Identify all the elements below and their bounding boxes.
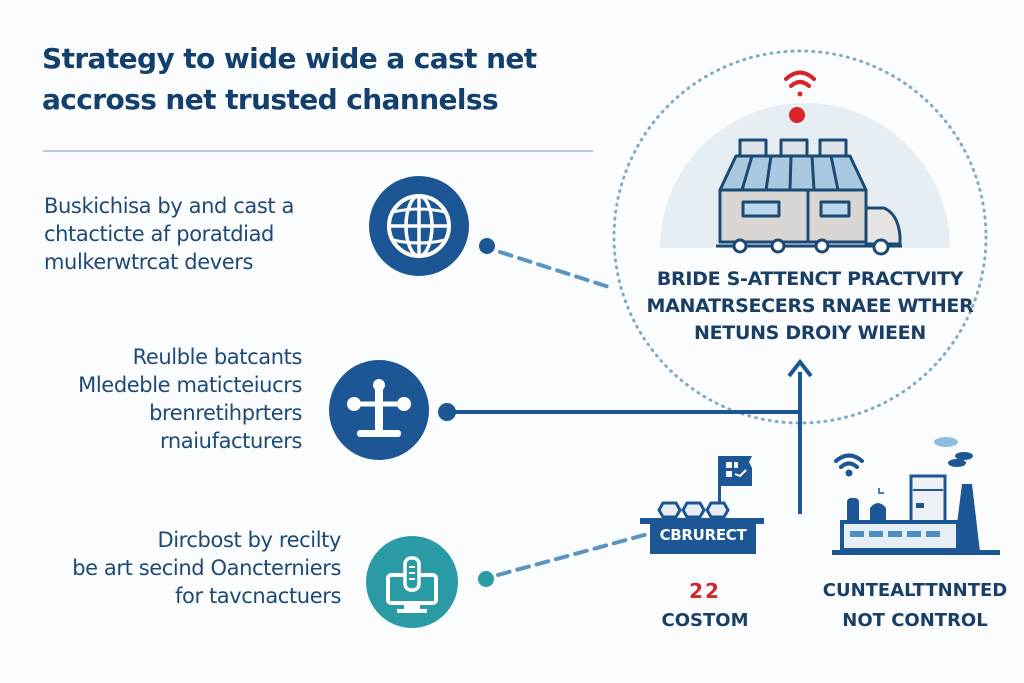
center-caption-line-1: BRIDE S-ATTENCT PRACTVITY	[656, 268, 964, 290]
scale-icon	[329, 360, 429, 460]
channel-2-line-3: brenretihprters	[149, 401, 302, 425]
bottom-left-stat: 22 COSTOM	[640, 576, 770, 636]
center-caption-line-2: MANATRSECERS RNAEE WTHER	[646, 295, 974, 317]
channel-2-line-2: Mledeble maticteiucrs	[78, 373, 302, 397]
channel-3-line-2: be art secind Oancterniers	[72, 556, 341, 580]
channel-2-line-1: Reulble batcants	[132, 345, 303, 369]
title-line-2: accross net trusted channelss	[42, 83, 499, 116]
title-divider	[43, 150, 593, 152]
dotted-ring	[612, 49, 988, 425]
wifi-signal-icon	[784, 70, 816, 123]
factory-icon	[832, 437, 1000, 555]
channel-description-2: Reulble batcants Mledeble maticteiucrs b…	[78, 343, 302, 455]
center-caption-line-3: NETUNS DROIY WIEEN	[694, 322, 926, 344]
center-caption: BRIDE S-ATTENCT PRACTVITY MANATRSECERS R…	[620, 266, 1000, 347]
brand-badge-label: CBRURECT	[659, 526, 747, 544]
title-line-1: Strategy to wide wide a cast net	[42, 42, 537, 75]
brand-store-icon	[640, 456, 764, 554]
channel-description-1: Buskichisa by and cast a chtacticte af p…	[44, 192, 294, 276]
channel-3-line-1: Dircbost by recilty	[157, 528, 341, 552]
channel-2-line-4: rnaiufacturers	[159, 429, 302, 453]
bottom-right-line-1: CUNTEALTTNNTED	[822, 580, 1008, 601]
warehouse-truck-icon	[716, 138, 902, 256]
bottom-right-line-2: NOT CONTROL	[842, 610, 988, 631]
connector-dot-3	[478, 571, 494, 587]
connector-dot-1	[479, 238, 495, 254]
channel-1-line-1: Buskichisa by and cast a	[44, 194, 294, 218]
page-title: Strategy to wide wide a cast net accross…	[42, 38, 642, 120]
globe-icon	[369, 176, 469, 276]
stat-number: 22	[689, 579, 721, 603]
monitor-icon	[366, 536, 458, 628]
connector-line-1	[498, 250, 614, 290]
channel-1-line-2: chtacticte af poratdiad	[44, 222, 274, 246]
bottom-right-stat: CUNTEALTTNNTED NOT CONTROL	[810, 576, 1020, 636]
arrow-up-icon	[787, 358, 813, 378]
channel-description-3: Dircbost by recilty be art secind Oancte…	[72, 526, 341, 610]
connector-line-3	[496, 532, 650, 577]
channel-3-line-3: for tavcnactuers	[175, 584, 341, 608]
channel-1-line-3: mulkerwtrcat devers	[44, 250, 254, 274]
stat-label: COSTOM	[661, 610, 749, 631]
